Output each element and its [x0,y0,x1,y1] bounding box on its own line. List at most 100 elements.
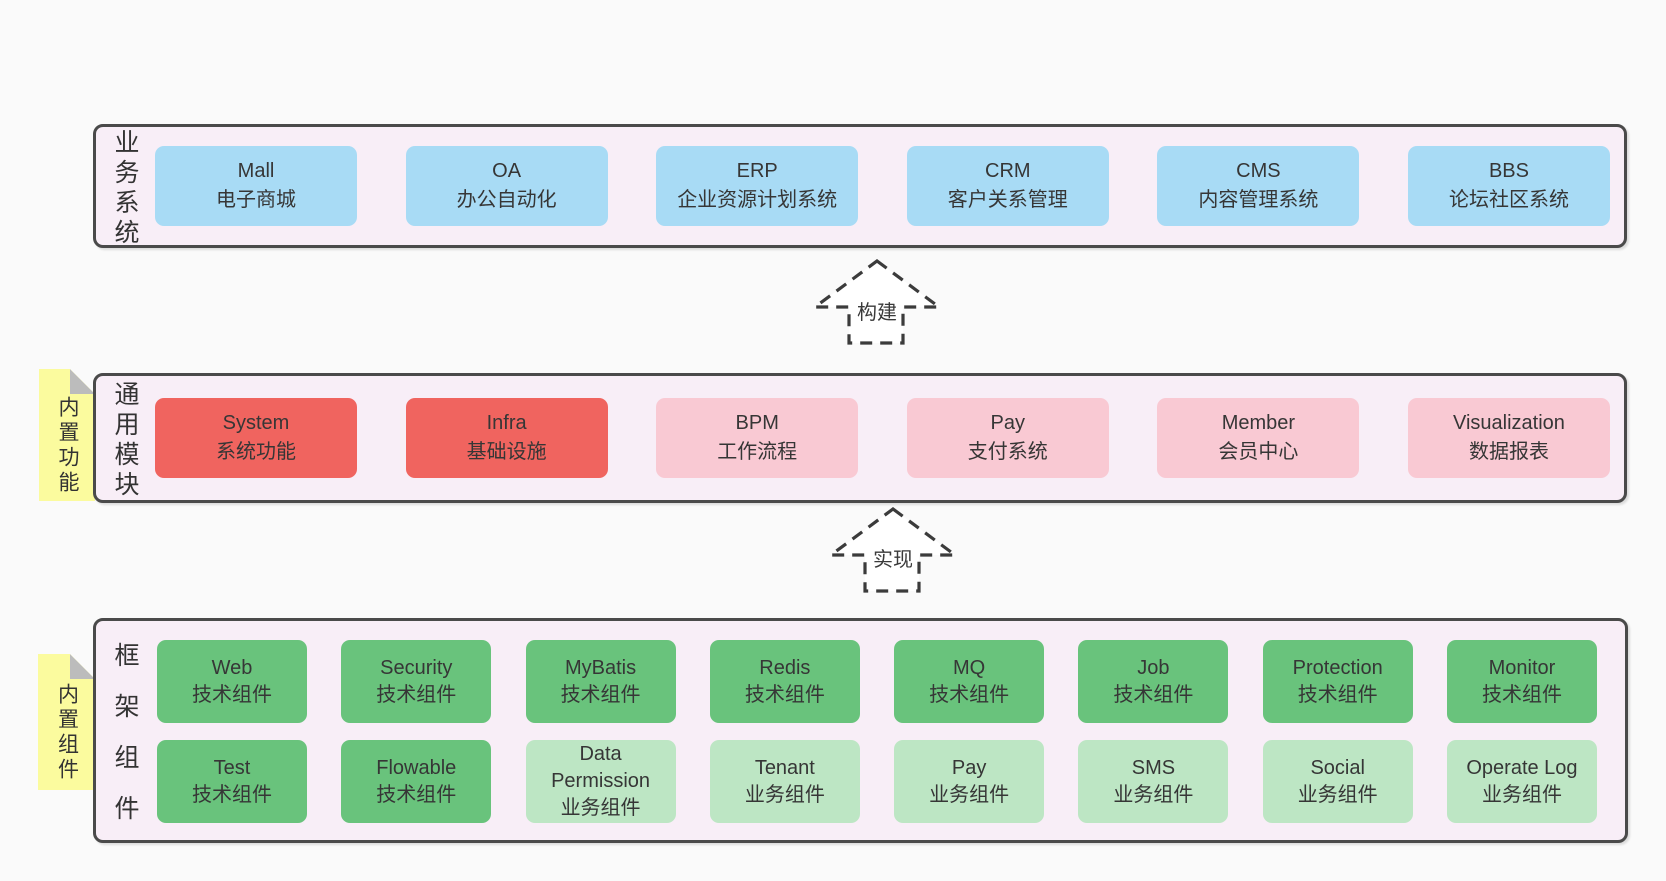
sticky-note-label: 内置功能 [56,396,79,496]
box-title: MyBatis [565,656,637,679]
sticky-note-built-in-features: 内置功能 [39,369,95,501]
box-redis: Redis 技术组件 [709,640,860,723]
box-web: Web 技术组件 [157,640,307,723]
components-row-2: Test 技术组件 Flowable 技术组件 Data Permission … [157,740,1597,823]
box-title: ERP [736,160,778,182]
box-subtitle: 基础设施 [466,441,547,463]
box-subtitle: 论坛社区系统 [1448,189,1569,211]
box-title: Tenant [754,756,815,779]
box-title: Redis [759,656,811,679]
business-systems-boxes: Mall 电子商城 OA 办公自动化 ERP 企业资源计划系统 CRM 客户关系… [155,127,1610,245]
box-title: Infra [486,412,527,434]
box-subtitle: 数据报表 [1468,441,1549,463]
box-title: Pay [951,756,987,779]
box-subtitle: 技术组件 [1297,683,1378,706]
box-title: Web [211,656,253,679]
folded-corner-icon [70,369,95,394]
box-subtitle: 业务组件 [560,797,641,819]
box-title: Security [380,656,453,679]
box-title: CRM [985,160,1031,182]
box-subtitle: 业务组件 [929,783,1010,806]
box-subtitle: 企业资源计划系统 [677,189,838,211]
box-subtitle: 工作流程 [717,441,798,463]
common-modules-boxes: System 系统功能 Infra 基础设施 BPM 工作流程 Pay 支付系统… [155,376,1610,500]
box-title: Member [1221,412,1296,434]
box-title: Monitor [1488,656,1556,679]
box-test: Test 技术组件 [157,740,307,823]
box-title: OA [492,160,522,182]
box-protection: Protection 技术组件 [1262,640,1413,723]
arrow-implement: 实现 [828,505,958,595]
box-title: BPM [735,412,779,434]
sticky-note-built-in-components: 内置组件 [38,654,95,790]
box-title: Job [1137,656,1170,679]
box-security: Security 技术组件 [341,640,492,723]
box-job: Job 技术组件 [1078,640,1229,723]
box-visualization: Visualization 数据报表 [1407,398,1610,478]
box-subtitle: 业务组件 [744,783,825,806]
box-subtitle: 技术组件 [929,683,1010,706]
box-operate-log: Operate Log 业务组件 [1446,740,1597,823]
box-mall: Mall 电子商城 [155,146,357,226]
box-infra: Infra 基础设施 [405,398,608,478]
band-framework-components: 框架组件 Web 技术组件 Security 技术组件 MyBatis 技术组件… [93,618,1628,846]
band-label-common-modules: 通用模块 [111,380,139,501]
box-data-permission: Data Permission 业务组件 [525,740,676,823]
box-cms: CMS 内容管理系统 [1157,146,1360,226]
box-bpm: BPM 工作流程 [656,398,859,478]
box-subtitle: 电子商城 [216,189,296,211]
box-title: Protection [1292,656,1383,679]
box-system: System 系统功能 [155,398,357,478]
arrow-build-label: 构建 [854,296,900,325]
folded-corner-icon [70,654,95,679]
box-title: Social [1310,756,1365,779]
arrow-implement-label: 实现 [870,543,916,572]
box-erp: ERP 企业资源计划系统 [656,146,859,226]
box-title: MQ [953,656,986,679]
box-pay: Pay 支付系统 [906,398,1109,478]
box-title: Operate Log [1466,756,1578,779]
box-subtitle: 技术组件 [560,683,641,706]
box-tenant: Tenant 业务组件 [709,740,860,823]
box-subtitle: 业务组件 [1113,783,1194,806]
box-bbs: BBS 论坛社区系统 [1407,146,1610,226]
box-subtitle: 客户关系管理 [947,189,1068,211]
box-title: Test [213,756,251,779]
box-title: CMS [1236,160,1281,182]
box-oa: OA 办公自动化 [405,146,608,226]
box-pay-component: Pay 业务组件 [894,740,1045,823]
box-subtitle: 技术组件 [376,783,457,806]
box-title: BBS [1488,160,1529,182]
box-subtitle: 业务组件 [1481,783,1562,806]
box-title: Data Permission [551,743,651,792]
framework-components-boxes: Web 技术组件 Security 技术组件 MyBatis 技术组件 Redi… [157,640,1597,823]
box-subtitle: 内容管理系统 [1198,189,1319,211]
box-title: System [222,412,290,434]
box-subtitle: 系统功能 [216,441,296,463]
box-subtitle: 技术组件 [376,683,457,706]
box-title: Mall [237,160,275,182]
band-label-business-systems: 业务系统 [111,128,139,249]
box-title: Pay [990,412,1026,434]
band-common-modules: 通用模块 System 系统功能 Infra 基础设施 BPM 工作流程 Pay… [93,373,1627,503]
box-title: SMS [1131,756,1176,779]
band-label-framework-components: 框架组件 [111,641,139,846]
box-subtitle: 业务组件 [1297,783,1378,806]
box-subtitle: 技术组件 [192,783,272,806]
arrow-build: 构建 [812,258,942,346]
box-member: Member 会员中心 [1157,398,1360,478]
box-flowable: Flowable 技术组件 [341,740,492,823]
box-subtitle: 技术组件 [1481,683,1562,706]
box-crm: CRM 客户关系管理 [906,146,1109,226]
box-mybatis: MyBatis 技术组件 [525,640,676,723]
box-subtitle: 技术组件 [192,683,272,706]
box-mq: MQ 技术组件 [894,640,1045,723]
box-social: Social 业务组件 [1262,740,1413,823]
box-subtitle: 支付系统 [967,441,1048,463]
box-subtitle: 办公自动化 [456,189,557,211]
box-subtitle: 技术组件 [744,683,825,706]
sticky-note-label: 内置组件 [55,683,79,783]
box-subtitle: 技术组件 [1113,683,1194,706]
box-title: Flowable [376,756,457,779]
